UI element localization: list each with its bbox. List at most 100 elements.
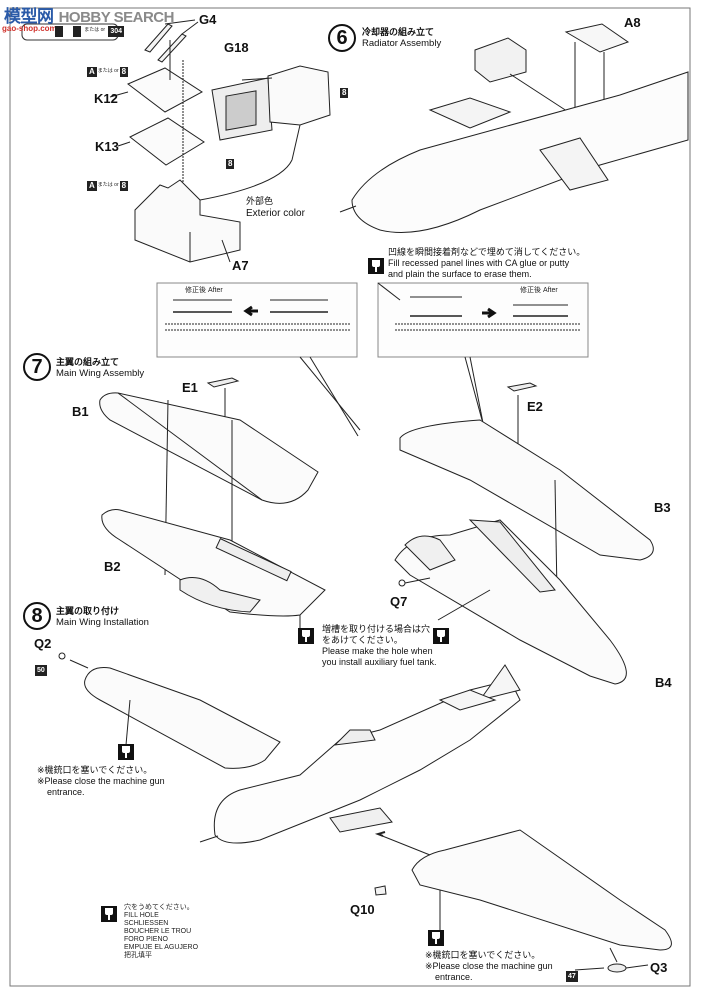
fill-hole-legend-line: FORO PIENO: [124, 936, 168, 943]
fill-hole-icon-gun-left: [118, 744, 134, 760]
gun-note-jp: ※機銃口を塞いでください。: [37, 765, 153, 775]
fill-hole-legend-line: 把孔填平: [124, 952, 152, 959]
paint-code-q2: 50: [35, 665, 47, 676]
legend-code-3: 304: [108, 26, 125, 37]
part-k13-drawing: [117, 117, 205, 166]
part-label-q10: Q10: [350, 902, 375, 917]
fill-hole-legend: 穴をうめてください。 FILL HOLE SCHLIESSEN BOUCHER …: [124, 904, 198, 960]
legend-code-2: [73, 26, 82, 37]
legend-code-1: [55, 26, 63, 37]
fuel-tank-note-jp-1: 増槽を取り付ける場合は穴: [322, 624, 431, 634]
fill-hole-legend-line: 穴をうめてください。: [124, 904, 194, 911]
step7-right-wing-drawing: [394, 382, 654, 685]
fill-hole-legend-line: EMPUJE EL AGUJERO: [124, 944, 199, 951]
paint-code-8: 8: [119, 66, 129, 77]
drill-hole-icon-right: [433, 628, 449, 644]
watermark: 模型网 HOBBY SEARCH: [4, 2, 174, 28]
fuel-tank-note: 増槽を取り付ける場合は穴 をあけてください。 Please make the h…: [322, 624, 437, 668]
watermark-brand-text: HOBBY SEARCH: [58, 9, 175, 26]
part-label-k13: K13: [95, 139, 119, 154]
paint-or-label: または or: [97, 68, 119, 75]
gun-note-en-1: ※Please close the machine gun: [425, 961, 553, 971]
after-label-right: 修正後 After: [520, 287, 558, 294]
paint-code-a: A: [87, 66, 97, 77]
part-a7-drawing: [134, 179, 241, 263]
part-label-e1: E1: [182, 380, 198, 395]
gun-note-jp: ※機銃口を塞いでください。: [425, 950, 541, 960]
part-label-b2: B2: [104, 559, 121, 574]
fill-hole-legend-icon: [101, 906, 117, 922]
fuel-tank-note-en-1: Please make the hole when: [322, 646, 433, 656]
paint-callout-q3: 47: [566, 965, 578, 983]
watermark-site: gao-shop.com: [2, 24, 57, 33]
fill-hole-icon: [368, 258, 384, 274]
panel-line-note: 凹線を瞬間接着剤などで埋めて消してください。 Fill recessed pan…: [388, 247, 585, 280]
gun-note-en-2: entrance.: [435, 972, 473, 982]
paint-code-a: A: [87, 180, 97, 191]
page-frame: [9, 7, 691, 987]
step-8-number: 8: [23, 602, 51, 630]
gun-note-en-1: ※Please close the machine gun: [37, 776, 165, 786]
paint-code-8: 8: [226, 158, 235, 169]
panel-line-note-en-2: and plain the surface to erase them.: [388, 269, 532, 279]
legend-box: または or 304: [55, 26, 125, 37]
watermark-brand-cn: 模型网: [4, 7, 54, 26]
step-6-number: 6: [328, 24, 356, 52]
fuel-tank-note-jp-2: をあけてください。: [322, 635, 403, 645]
step-6-title: 冷却器の組み立て Radiator Assembly: [362, 25, 441, 49]
part-label-q7: Q7: [390, 594, 408, 609]
part-label-a8: A8: [624, 15, 641, 30]
panel-line-note-jp: 凹線を瞬間接着剤などで埋めて消してください。: [388, 247, 586, 257]
gun-note-en-2: entrance.: [47, 787, 85, 797]
after-label-left: 修正後 After: [185, 287, 223, 294]
step-7-title-en: Main Wing Assembly: [56, 368, 145, 379]
panel-line-diagram-left: [156, 282, 361, 437]
part-g18-drawing: [199, 65, 331, 201]
part-label-e2: E2: [527, 399, 543, 414]
part-label-k12: K12: [94, 91, 118, 106]
paint-callout-q2: 50: [35, 659, 47, 677]
legend-or-label: または or: [84, 27, 106, 34]
exterior-color-jp: 外部色: [246, 196, 274, 206]
step-8-title-en: Main Wing Installation: [56, 617, 149, 628]
part-label-q2: Q2: [34, 636, 52, 651]
fuel-tank-note-en-2: you install auxiliary fuel tank.: [322, 657, 437, 667]
step7-left-wing-drawing: [99, 377, 326, 630]
exterior-color-en: Exterior color: [246, 208, 305, 219]
paint-code-8: 8: [119, 180, 129, 191]
gun-note-left: ※機銃口を塞いでください。 ※Please close the machine …: [37, 765, 165, 798]
panel-line-note-en-1: Fill recessed panel lines with CA glue o…: [388, 258, 570, 268]
paint-code-q3: 47: [566, 971, 578, 982]
step-8-title-jp: 主翼の取り付け: [56, 606, 120, 616]
fill-hole-legend-line: FILL HOLE: [124, 912, 159, 919]
step-8-title: 主翼の取り付け Main Wing Installation: [56, 604, 149, 628]
step6-fuselage-drawing: [339, 23, 689, 233]
part-label-b3: B3: [654, 500, 671, 515]
step-7-number: 7: [23, 353, 51, 381]
fill-hole-icon-gun-right: [428, 930, 444, 946]
panel-line-diagram-right: [377, 282, 589, 429]
step-7-title-jp: 主翼の組み立て: [56, 357, 120, 367]
part-g4-drawing: [144, 19, 199, 63]
drill-hole-icon-left: [298, 628, 314, 644]
part-label-b1: B1: [72, 404, 89, 419]
part-label-q3: Q3: [650, 960, 668, 975]
part-label-a7: A7: [232, 258, 249, 273]
fill-hole-legend-line: BOUCHER LE TROU: [124, 928, 192, 935]
paint-callout-radiator-frame: 8: [340, 84, 349, 102]
paint-or-label: または or: [97, 182, 119, 189]
fill-hole-legend-line: SCHLIESSEN: [124, 920, 169, 927]
step-7-title: 主翼の組み立て Main Wing Assembly: [56, 355, 144, 379]
step-6-title-en: Radiator Assembly: [362, 38, 442, 49]
paint-code-8: 8: [340, 87, 349, 98]
step8-aircraft-drawing: [58, 652, 672, 973]
paint-callout-g18: 8: [226, 155, 235, 173]
step-6-title-jp: 冷却器の組み立て: [362, 27, 435, 37]
part-label-b4: B4: [655, 675, 672, 690]
part-label-g4: G4: [199, 12, 217, 27]
gun-note-right: ※機銃口を塞いでください。 ※Please close the machine …: [425, 950, 553, 983]
part-label-g18: G18: [224, 40, 249, 55]
